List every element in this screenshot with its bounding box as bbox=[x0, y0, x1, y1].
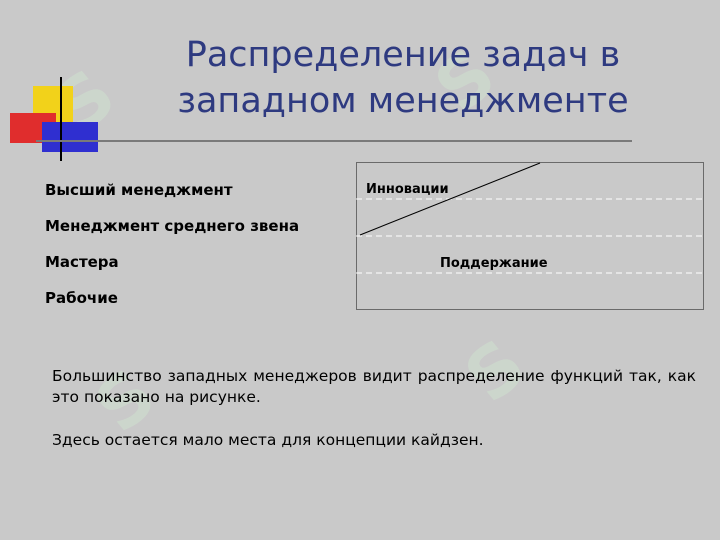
description-paragraph: Большинство западных менеджеров видит ра… bbox=[52, 367, 696, 406]
level-middle-management: Менеджмент среднего звена bbox=[45, 217, 300, 235]
level-workers: Рабочие bbox=[45, 289, 118, 307]
support-label: Поддержание bbox=[440, 256, 548, 271]
diagram-graphic bbox=[356, 162, 704, 310]
management-levels: Высший менеджмент Менеджмент среднего зв… bbox=[45, 180, 299, 324]
level-foremen: Мастера bbox=[45, 253, 119, 271]
innovation-label: Инновации bbox=[366, 182, 449, 197]
slide-title: Распределение задач в западном менеджмен… bbox=[177, 35, 629, 121]
decor-vertical-line bbox=[60, 77, 62, 161]
conclusion-paragraph: Здесь остается мало места для концепции … bbox=[52, 431, 484, 449]
decor-blue-square bbox=[42, 122, 98, 152]
innovation-boundary-line bbox=[359, 162, 541, 236]
function-distribution-diagram: Инновации Поддержание bbox=[356, 162, 704, 310]
title-underline bbox=[36, 140, 632, 142]
level-top-management: Высший менеджмент bbox=[45, 181, 233, 199]
